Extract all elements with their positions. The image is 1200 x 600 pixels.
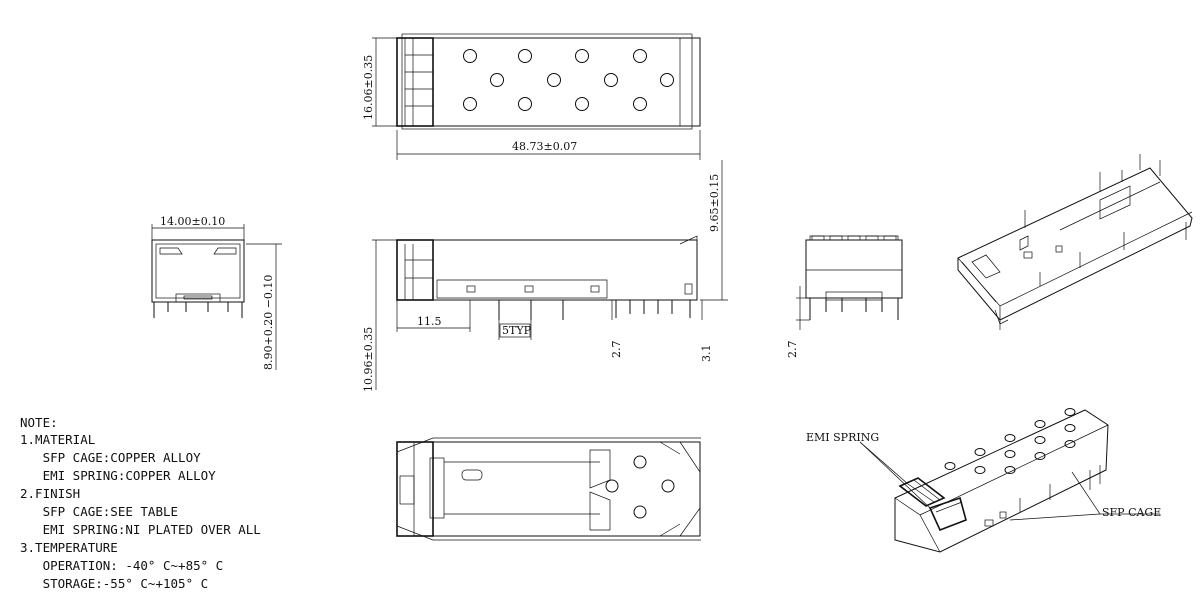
note-line: SFP CAGE:SEE TABLE — [20, 504, 178, 519]
dim-side-pin-height: 9.65±0.15 — [708, 174, 721, 232]
note-line: EMI SPRING:COPPER ALLOY — [20, 468, 216, 483]
dim-side-pin-a: 2.7 — [610, 341, 623, 359]
dim-top-height: 16.06±0.35 — [362, 55, 375, 120]
dim-top-length: 48.73±0.07 — [512, 140, 577, 153]
notes-title: NOTE: — [20, 415, 58, 430]
emi-spring-fingers — [898, 477, 967, 532]
side-view: 10.96±0.35 11.5 5TYP 2.7 3.1 9.65±0.15 — [362, 160, 728, 392]
bottom-view — [396, 437, 701, 541]
note-line: OPERATION: -40° C~+85° C — [20, 558, 223, 573]
notes-block: NOTE: 1.MATERIAL SFP CAGE:COPPER ALLOY E… — [20, 415, 261, 591]
dim-front-width: 14.00±0.10 — [160, 215, 225, 228]
note-line: 3.TEMPERATURE — [20, 540, 118, 555]
note-line: 1.MATERIAL — [20, 432, 95, 447]
note-line: 2.FINISH — [20, 486, 80, 501]
label-emi-spring: EMI SPRING — [806, 431, 879, 444]
note-line: STORAGE:-55° C~+105° C — [20, 576, 208, 591]
top-view: 16.06±0.35 48.73±0.07 — [362, 33, 701, 160]
dim-front-height: 8.90+0.20 −0.10 — [262, 275, 275, 370]
dim-side-offset: 11.5 — [417, 315, 442, 328]
front-view: 14.00±0.10 8.90+0.20 −0.10 — [151, 215, 282, 370]
dim-side-pin-b: 3.1 — [700, 345, 713, 363]
dim-rear-pin: 2.7 — [786, 341, 799, 359]
note-line: SFP CAGE:COPPER ALLOY — [20, 450, 201, 465]
dim-side-pitch: 5TYP — [502, 324, 532, 337]
dim-side-total-height: 10.96±0.35 — [362, 327, 375, 392]
label-sfp-cage: SFP CAGE — [1102, 506, 1161, 519]
iso-view-rear — [957, 154, 1193, 330]
rear-view: 2.7 — [786, 235, 903, 359]
note-line: EMI SPRING:NI PLATED OVER ALL — [20, 522, 261, 537]
vent-holes — [463, 49, 674, 111]
iso-view-front: EMI SPRING SFP CAGE — [806, 408, 1161, 553]
iso-vent-holes — [944, 408, 1076, 474]
